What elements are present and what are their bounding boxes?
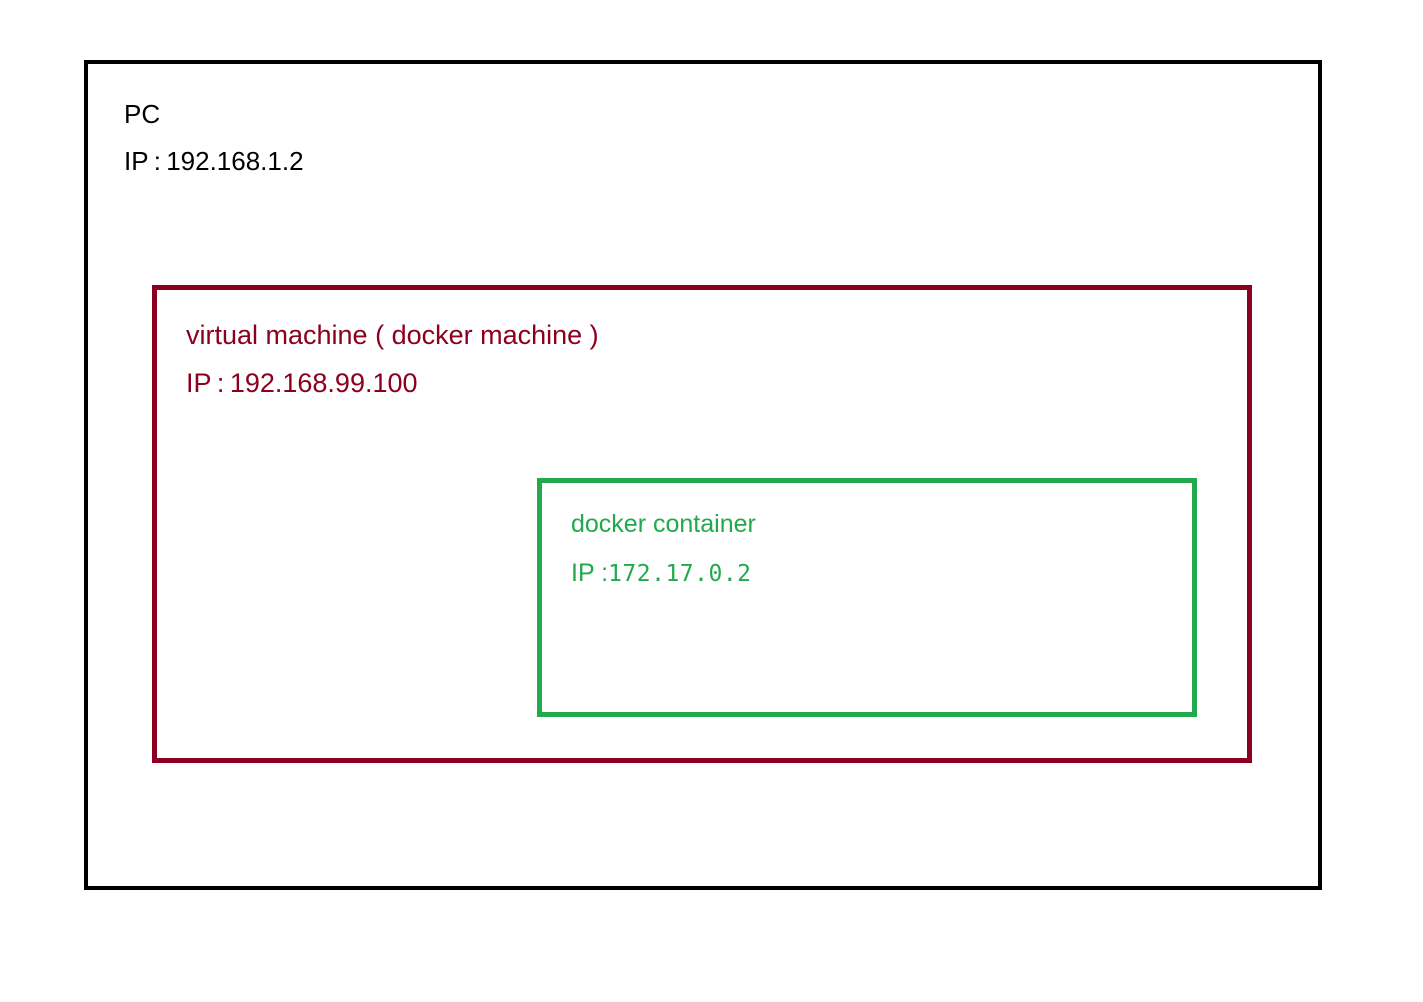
virtual-machine-label-group: virtual machine ( docker machine ) IP : … <box>186 322 599 397</box>
pc-ip-label: IP : 192.168.1.2 <box>124 146 304 176</box>
docker-container-ip-value: 172.17.0.2 <box>608 561 752 587</box>
virtual-machine-title: virtual machine ( docker machine ) <box>186 320 599 350</box>
docker-container-ip-prefix: IP : <box>571 559 609 587</box>
pc-title: PC <box>124 99 161 129</box>
virtual-machine-boundary-box: virtual machine ( docker machine ) IP : … <box>152 285 1252 763</box>
docker-container-boundary-box: docker container IP :172.17.0.2 <box>537 478 1197 717</box>
docker-container-label-group: docker container IP :172.17.0.2 <box>571 512 756 586</box>
pc-label-group: PC IP : 192.168.1.2 <box>124 101 304 174</box>
docker-container-ip-line: IP :172.17.0.2 <box>571 561 756 586</box>
docker-container-title: docker container <box>571 510 756 538</box>
virtual-machine-ip-label: IP : 192.168.99.100 <box>186 368 418 398</box>
pc-boundary-box: PC IP : 192.168.1.2 virtual machine ( do… <box>84 60 1322 890</box>
